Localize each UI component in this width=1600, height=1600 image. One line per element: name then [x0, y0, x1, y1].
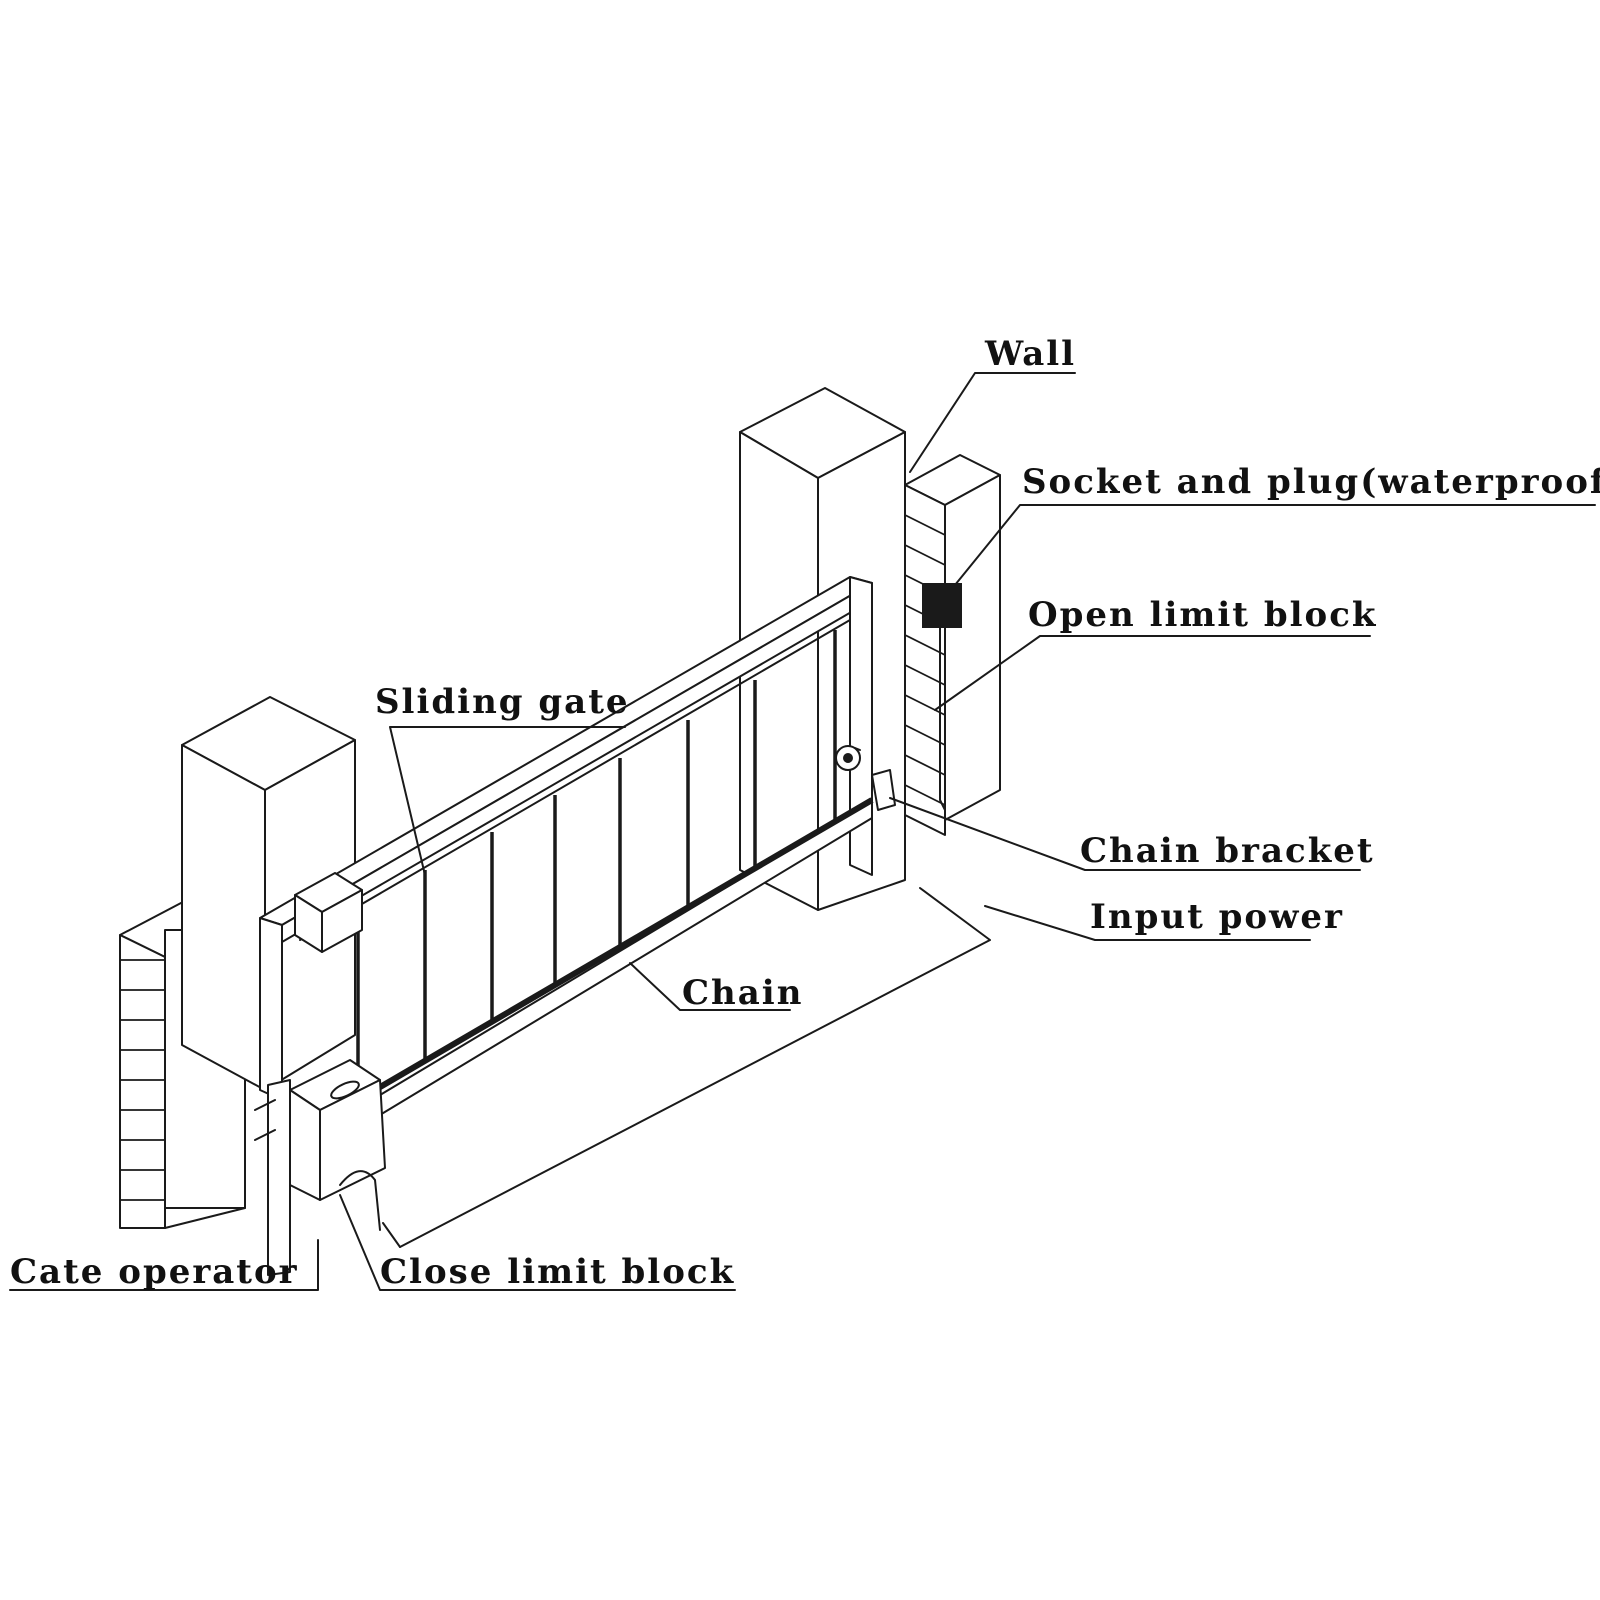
gate-chain	[373, 797, 874, 1093]
ground-track	[382, 887, 991, 1248]
labels: Wall Socket and plug(waterproof) Open li…	[10, 334, 1600, 1292]
gate-operator	[254, 1059, 386, 1276]
label-chain: Chain	[682, 973, 803, 1013]
label-input-power: Input power	[1090, 897, 1344, 937]
label-wall: Wall	[984, 334, 1076, 374]
right-brick-wall	[904, 454, 1001, 836]
label-close-limit-block: Close limit block	[380, 1252, 735, 1292]
label-chain-bracket: Chain bracket	[1080, 831, 1375, 871]
socket-box	[922, 583, 962, 628]
label-sliding-gate: Sliding gate	[375, 682, 630, 722]
leader-lines	[9, 372, 1596, 1291]
label-open-limit-block: Open limit block	[1028, 595, 1377, 635]
label-gate-operator: Cate operator	[10, 1252, 299, 1292]
label-socket-and-plug: Socket and plug(waterproof)	[1022, 462, 1600, 502]
sliding-gate	[259, 576, 896, 1131]
